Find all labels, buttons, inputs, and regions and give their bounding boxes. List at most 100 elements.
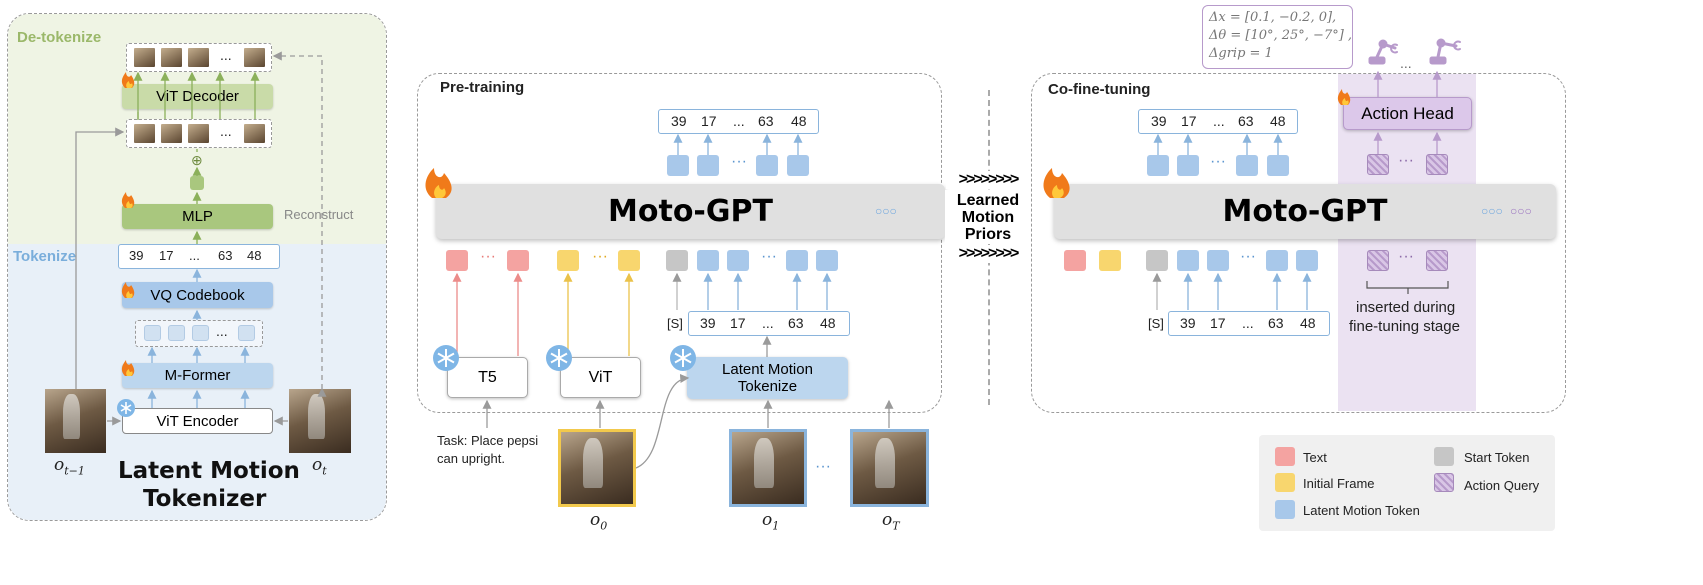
cofinetuning-title: Co-fine-tuning	[1048, 81, 1151, 98]
code: 63	[788, 315, 804, 331]
action-head: Action Head	[1343, 97, 1472, 130]
mlp-feature-square	[190, 176, 204, 190]
code: 48	[791, 113, 807, 129]
frame-token	[557, 250, 579, 271]
inserted-note-line2: fine-tuning stage	[1349, 318, 1460, 335]
output-latent-token	[1147, 155, 1169, 176]
reconstruct-label: Reconstruct	[284, 207, 354, 222]
start-token-label: [S]	[667, 316, 683, 331]
code: 63	[218, 248, 233, 263]
latent-token	[786, 250, 808, 271]
legend-action-query-swatch	[1434, 473, 1454, 492]
dots: ···	[1398, 248, 1414, 265]
circles-blue: ○○○	[1481, 204, 1503, 218]
start-token	[666, 250, 688, 271]
code: ...	[1213, 113, 1225, 129]
code: 17	[1210, 315, 1226, 331]
moto-gpt-pretraining: Moto-GPT	[436, 184, 945, 239]
code: 17	[701, 113, 717, 129]
text-token	[446, 250, 468, 271]
latent-tokenize-line2: Tokenize	[737, 378, 798, 395]
query-token	[144, 325, 161, 341]
dots: ···	[1210, 153, 1226, 170]
frame-1-image	[729, 429, 807, 507]
frame-token	[618, 250, 640, 271]
observation-current-label: ot	[312, 455, 327, 478]
transfer-arrows-top: >>>>>>>>	[946, 171, 1030, 189]
ellipsis: ...	[220, 123, 232, 139]
delta-theta: Δθ = [10°, 25°, −7°] ,	[1209, 28, 1353, 43]
output-action-query	[1367, 154, 1389, 175]
code: 17	[159, 248, 174, 263]
latent-motion-tokenize: Latent Motion Tokenize	[687, 357, 848, 399]
action-output-box	[1202, 5, 1353, 69]
moto-gpt-cofinetuning: Moto-GPT	[1054, 184, 1556, 239]
ellipsis: ...	[216, 323, 228, 339]
vq-codebook-label: VQ Codebook	[150, 286, 245, 304]
legend-latent-swatch	[1275, 500, 1295, 519]
dots: ···	[1398, 152, 1414, 169]
output-latent-token	[667, 155, 689, 176]
latent-token	[1266, 250, 1288, 271]
legend-text-label: Text	[1303, 450, 1327, 465]
frame-thumb	[161, 48, 182, 67]
frame-thumb	[188, 124, 209, 143]
tokenizer-codes	[118, 244, 280, 269]
output-latent-token	[1236, 155, 1258, 176]
output-latent-token	[1267, 155, 1289, 176]
priors-line1: Learned	[956, 191, 1020, 209]
dots: ···	[1240, 248, 1256, 265]
code: 48	[1270, 113, 1286, 129]
dots: ···	[731, 153, 747, 170]
code: ...	[189, 248, 200, 263]
start-token	[1146, 250, 1168, 271]
action-query-token	[1426, 250, 1448, 271]
frame-thumb	[134, 124, 155, 143]
query-token	[238, 325, 255, 341]
ellipsis: ...	[220, 47, 232, 63]
latent-token	[1207, 250, 1229, 271]
initial-frame-image	[558, 429, 636, 507]
frame-token	[1099, 250, 1121, 271]
output-latent-token	[697, 155, 719, 176]
detokenize-label: De-tokenize	[17, 29, 102, 46]
obs0-label: o0	[590, 510, 608, 533]
vit-decoder-label: ViT Decoder	[156, 88, 239, 105]
moto-gpt-label: Moto-GPT	[608, 194, 773, 229]
legend-initial-label: Initial Frame	[1303, 476, 1375, 491]
cofinetuning-output-codes	[1138, 109, 1298, 134]
tokenizer-title-line2: Tokenizer	[143, 486, 267, 512]
tokenizer-title-line1: Latent Motion	[118, 458, 300, 484]
vq-codebook: VQ Codebook	[122, 282, 273, 308]
vit-encoder-label: ViT Encoder	[156, 412, 239, 430]
frame-thumb	[244, 124, 265, 143]
code: 39	[1151, 113, 1167, 129]
circles-purple: ○○○	[1510, 204, 1532, 218]
frame-thumb	[188, 48, 209, 67]
priors-line2: Motion	[961, 208, 1015, 226]
observation-prev-label: ot−1	[54, 455, 85, 478]
obs1-label: o1	[762, 510, 780, 533]
code: 63	[758, 113, 774, 129]
frame-thumb	[134, 48, 155, 67]
delta-x: Δx = [0.1, −0.2, 0],	[1209, 10, 1337, 25]
code: 48	[820, 315, 836, 331]
m-former-label: M-Former	[164, 367, 231, 384]
task-text-line2: can upright.	[437, 451, 505, 466]
tokenize-label: Tokenize	[13, 248, 77, 265]
robot-arm-icon	[1368, 39, 1398, 65]
legend-initial-swatch	[1275, 473, 1295, 492]
code: 39	[671, 113, 687, 129]
output-latent-token	[756, 155, 778, 176]
pretraining-title: Pre-training	[440, 79, 525, 96]
code: 17	[1181, 113, 1197, 129]
text-token	[1064, 250, 1086, 271]
robot-ellipsis: ...	[1400, 55, 1412, 71]
legend: Text Start Token Initial Frame Action Qu…	[1259, 435, 1555, 531]
code: 48	[247, 248, 262, 263]
dots: ···	[480, 248, 496, 265]
vit-frame-encoder: ViT	[560, 357, 641, 398]
code: 39	[700, 315, 716, 331]
obsT-label: oT	[882, 510, 900, 533]
legend-latent-label: Latent Motion Token	[1303, 503, 1420, 518]
